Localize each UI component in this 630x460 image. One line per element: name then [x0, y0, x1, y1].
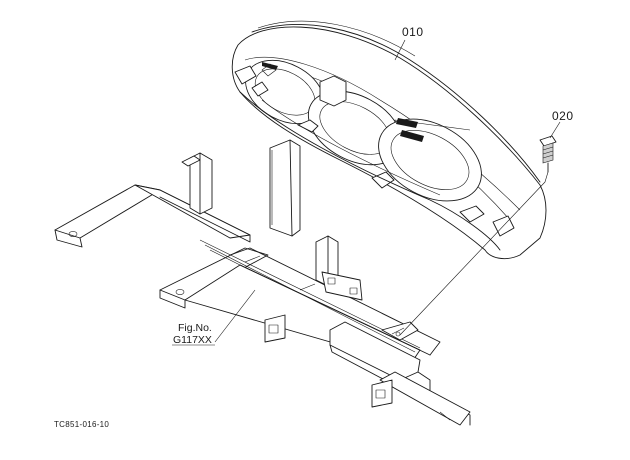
mounting-bracket-frame — [54, 139, 471, 426]
leader-lines — [172, 39, 561, 346]
callout-020: 020 — [552, 109, 574, 123]
drawing-code: TC851-016-10 — [54, 420, 109, 429]
fig-ref-line2: G117XX — [173, 334, 212, 346]
fig-ref-line1: Fig.No. — [178, 322, 212, 334]
meter-panel-assembly — [231, 20, 547, 260]
leader-020 — [549, 121, 561, 139]
screw-to-bracket-leader — [399, 171, 549, 336]
leader-fig-ref — [214, 289, 256, 343]
leader-010 — [394, 39, 406, 61]
callout-010: 010 — [402, 25, 424, 39]
screw-part-020 — [539, 135, 557, 173]
